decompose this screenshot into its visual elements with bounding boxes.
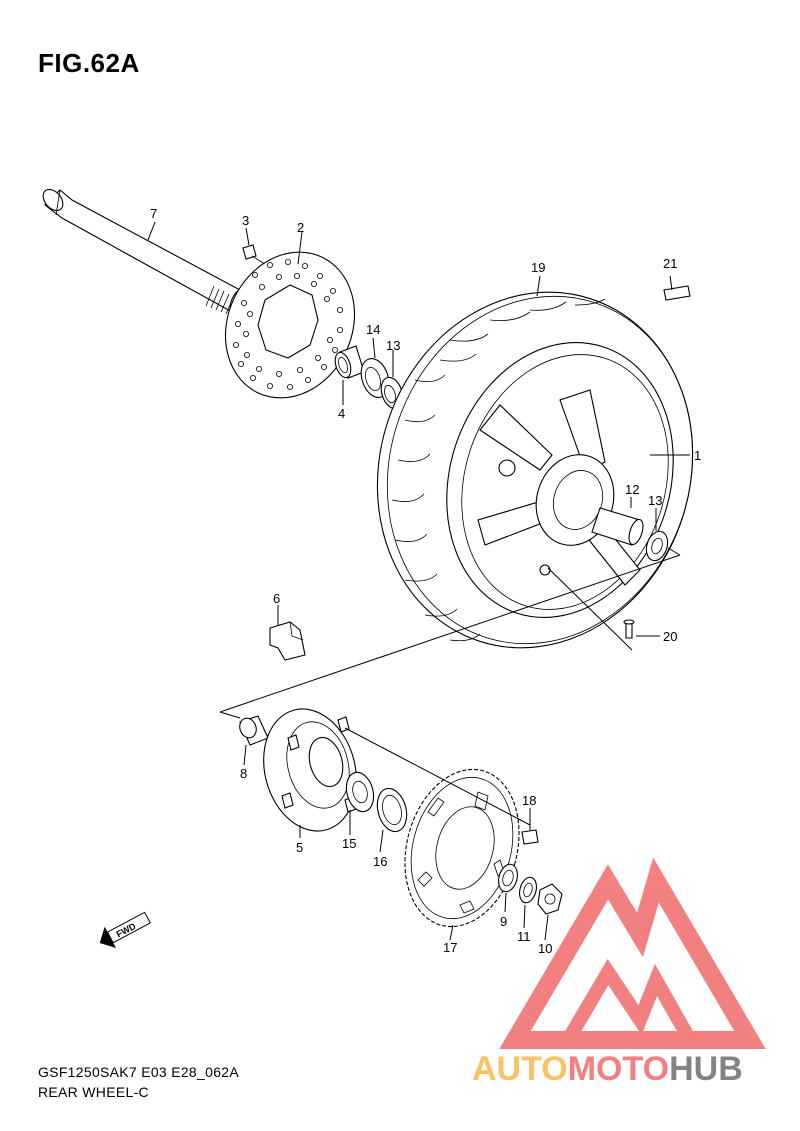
callout-9: 9 xyxy=(500,914,507,929)
callout-4: 4 xyxy=(338,406,345,421)
callout-20: 20 xyxy=(663,629,677,644)
cush-damper xyxy=(239,715,269,746)
callout-16: 16 xyxy=(373,854,387,869)
assembly-lines xyxy=(219,547,681,826)
watermark-logo: AUTOMOTOHUB xyxy=(472,857,766,1088)
bearing-13-right xyxy=(645,530,669,562)
callout-21: 21 xyxy=(663,256,677,271)
callout-18: 18 xyxy=(522,793,536,808)
forward-direction-arrow: FWD xyxy=(99,911,151,948)
leader-lines xyxy=(147,221,690,941)
callout-5: 5 xyxy=(296,840,303,855)
chain-clip xyxy=(269,621,306,661)
model-code: GSF1250SAK7 E03 E28_062A xyxy=(38,1064,240,1080)
oil-seal xyxy=(376,787,408,833)
washer xyxy=(519,876,537,904)
watermark-text: AUTOMOTOHUB xyxy=(472,1050,743,1088)
callout-12: 12 xyxy=(625,482,639,497)
tire-valve xyxy=(623,619,635,639)
rear-axle xyxy=(42,188,243,315)
axle-nut xyxy=(537,883,563,915)
callout-15: 15 xyxy=(342,836,356,851)
callout-14: 14 xyxy=(366,322,380,337)
balancer-weight xyxy=(663,285,691,301)
callout-8: 8 xyxy=(240,766,247,781)
rear-wheel-assembly xyxy=(376,291,694,649)
brake-disc xyxy=(224,251,356,399)
callout-17: 17 xyxy=(443,940,457,955)
figure-title: FIG.62A xyxy=(38,48,140,78)
axle-collar xyxy=(498,863,518,893)
bearing-15 xyxy=(345,771,375,813)
callout-3: 3 xyxy=(242,213,249,228)
callout-numbers: 7 3 2 14 13 4 19 21 1 12 13 20 6 8 5 15 … xyxy=(150,206,701,956)
callout-6: 6 xyxy=(273,591,280,606)
hub-spacer xyxy=(591,507,644,546)
spacer xyxy=(334,345,365,379)
callout-2: 2 xyxy=(297,220,304,235)
callout-7: 7 xyxy=(150,206,157,221)
callout-19: 19 xyxy=(531,260,545,275)
callout-13-left: 13 xyxy=(386,338,400,353)
callout-11: 11 xyxy=(517,929,531,944)
section-name: REAR WHEEL-C xyxy=(38,1084,149,1100)
sprocket-drum xyxy=(263,708,357,832)
sprocket-nut xyxy=(521,829,539,845)
callout-13-right: 13 xyxy=(648,493,662,508)
callout-1: 1 xyxy=(694,448,701,463)
callout-10: 10 xyxy=(538,941,552,956)
rear-sprocket xyxy=(404,768,520,928)
